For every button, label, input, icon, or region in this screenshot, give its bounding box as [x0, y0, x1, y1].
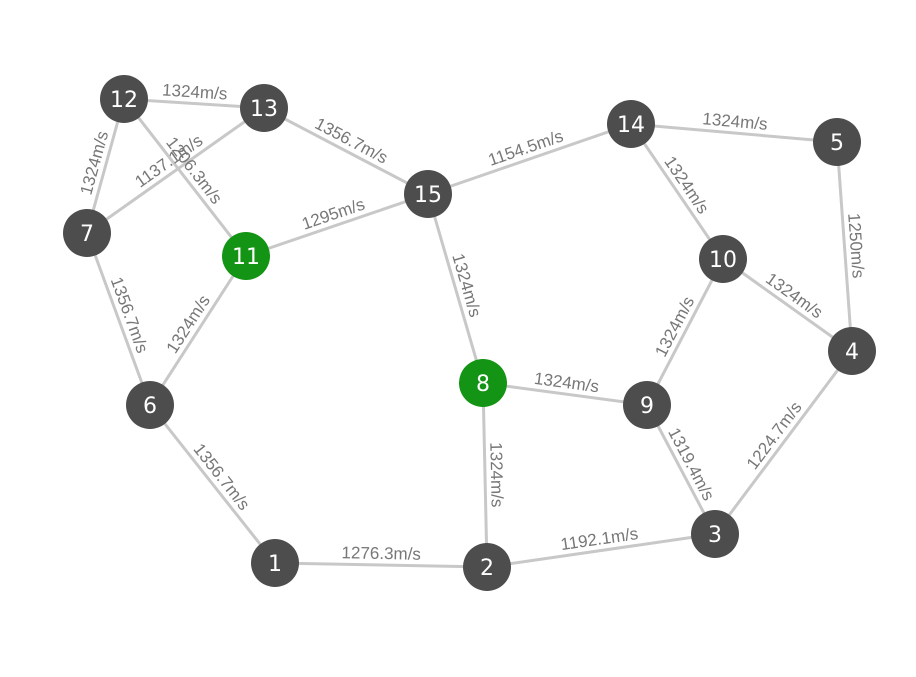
- node-circle-14[interactable]: [607, 100, 655, 148]
- node-label-2: 2: [480, 556, 494, 581]
- node-6[interactable]: 6: [126, 381, 174, 429]
- node-circle-6[interactable]: [126, 381, 174, 429]
- edge-label-6-1: 1356.7m/s: [189, 440, 253, 514]
- node-label-1: 1: [268, 552, 282, 577]
- node-15[interactable]: 15: [404, 170, 452, 218]
- edge-11-6: [148, 255, 248, 406]
- node-circle-7[interactable]: [63, 209, 111, 257]
- node-label-14: 14: [617, 113, 645, 138]
- node-circle-9[interactable]: [623, 381, 671, 429]
- edge-label-4-3: 1224.7m/s: [743, 398, 806, 473]
- node-13[interactable]: 13: [240, 84, 288, 132]
- edge-15-8: [426, 193, 485, 384]
- node-circle-10[interactable]: [699, 235, 747, 283]
- edge-15-14: [427, 122, 632, 196]
- edge-label-7-6: 1356.7m/s: [107, 275, 152, 356]
- edge-13-15: [263, 106, 429, 196]
- edge-10-4: [722, 257, 853, 353]
- node-5[interactable]: 5: [813, 118, 861, 166]
- node-label-9: 9: [640, 394, 654, 419]
- edge-14-10: [629, 123, 725, 260]
- edge-11-15: [245, 192, 429, 258]
- node-11[interactable]: 11: [222, 232, 270, 280]
- node-label-3: 3: [708, 523, 722, 548]
- node-circle-8[interactable]: [459, 359, 507, 407]
- node-circle-12[interactable]: [100, 75, 148, 123]
- edge-label-1-2: 1276.3m/s: [341, 543, 421, 563]
- node-label-10: 10: [709, 248, 737, 273]
- edge-13-7: [86, 106, 265, 235]
- edges-layer: [85, 97, 854, 569]
- node-1[interactable]: 1: [251, 539, 299, 587]
- node-label-7: 7: [80, 222, 94, 247]
- node-label-5: 5: [830, 131, 844, 156]
- node-label-13: 13: [250, 97, 278, 122]
- node-9[interactable]: 9: [623, 381, 671, 429]
- node-label-6: 6: [143, 394, 157, 419]
- edge-label-12-13: 1324m/s: [162, 80, 228, 103]
- edge-label-10-4: 1324m/s: [762, 269, 826, 322]
- node-3[interactable]: 3: [691, 510, 739, 558]
- edge-7-6: [85, 232, 152, 406]
- edge-9-3: [645, 404, 717, 535]
- node-label-8: 8: [476, 372, 490, 397]
- node-14[interactable]: 14: [607, 100, 655, 148]
- node-10[interactable]: 10: [699, 235, 747, 283]
- edge-label-15-14: 1154.5m/s: [486, 126, 566, 169]
- edge-1-2: [274, 561, 488, 569]
- node-label-15: 15: [414, 183, 442, 208]
- node-2[interactable]: 2: [463, 543, 511, 591]
- node-circle-4[interactable]: [828, 327, 876, 375]
- node-label-4: 4: [845, 340, 859, 365]
- node-circle-1[interactable]: [251, 539, 299, 587]
- edge-2-3: [486, 532, 716, 569]
- node-8[interactable]: 8: [459, 359, 507, 407]
- edge-4-3: [713, 350, 854, 535]
- edge-12-11: [122, 98, 248, 257]
- node-7[interactable]: 7: [63, 209, 111, 257]
- edge-5-4: [835, 141, 854, 352]
- node-12[interactable]: 12: [100, 75, 148, 123]
- node-label-12: 12: [110, 88, 138, 113]
- edge-label-5-4: 1250m/s: [844, 212, 868, 278]
- node-circle-2[interactable]: [463, 543, 511, 591]
- edge-6-1: [148, 404, 277, 564]
- edge-8-9: [482, 381, 648, 407]
- node-4[interactable]: 4: [828, 327, 876, 375]
- edge-10-9: [645, 258, 725, 406]
- edge-14-5: [630, 122, 838, 144]
- node-circle-13[interactable]: [240, 84, 288, 132]
- node-circle-3[interactable]: [691, 510, 739, 558]
- edge-8-2: [481, 382, 489, 568]
- node-circle-5[interactable]: [813, 118, 861, 166]
- node-label-11: 11: [232, 245, 260, 270]
- edge-label-8-2: 1324m/s: [486, 442, 506, 508]
- node-circle-11[interactable]: [222, 232, 270, 280]
- node-circle-15[interactable]: [404, 170, 452, 218]
